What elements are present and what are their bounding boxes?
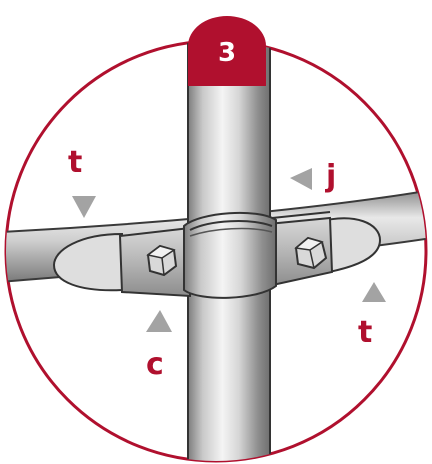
right-tab bbox=[317, 217, 382, 276]
step-badge: 3 bbox=[186, 16, 268, 86]
label-t-bottom: t bbox=[358, 315, 373, 350]
arrowhead-icon bbox=[290, 168, 312, 190]
hex-bolt-icon bbox=[146, 244, 178, 277]
arrowhead-icon bbox=[146, 310, 172, 332]
label-j: j bbox=[326, 159, 337, 194]
label-c: c bbox=[146, 347, 164, 382]
hex-bolt-icon bbox=[294, 236, 328, 270]
left-tab bbox=[52, 232, 123, 292]
label-t-top: t bbox=[68, 145, 83, 180]
arrowhead-icon bbox=[72, 196, 96, 218]
step-number: 3 bbox=[217, 38, 237, 68]
arrowhead-icon bbox=[362, 282, 386, 302]
clamp-band bbox=[183, 211, 277, 299]
